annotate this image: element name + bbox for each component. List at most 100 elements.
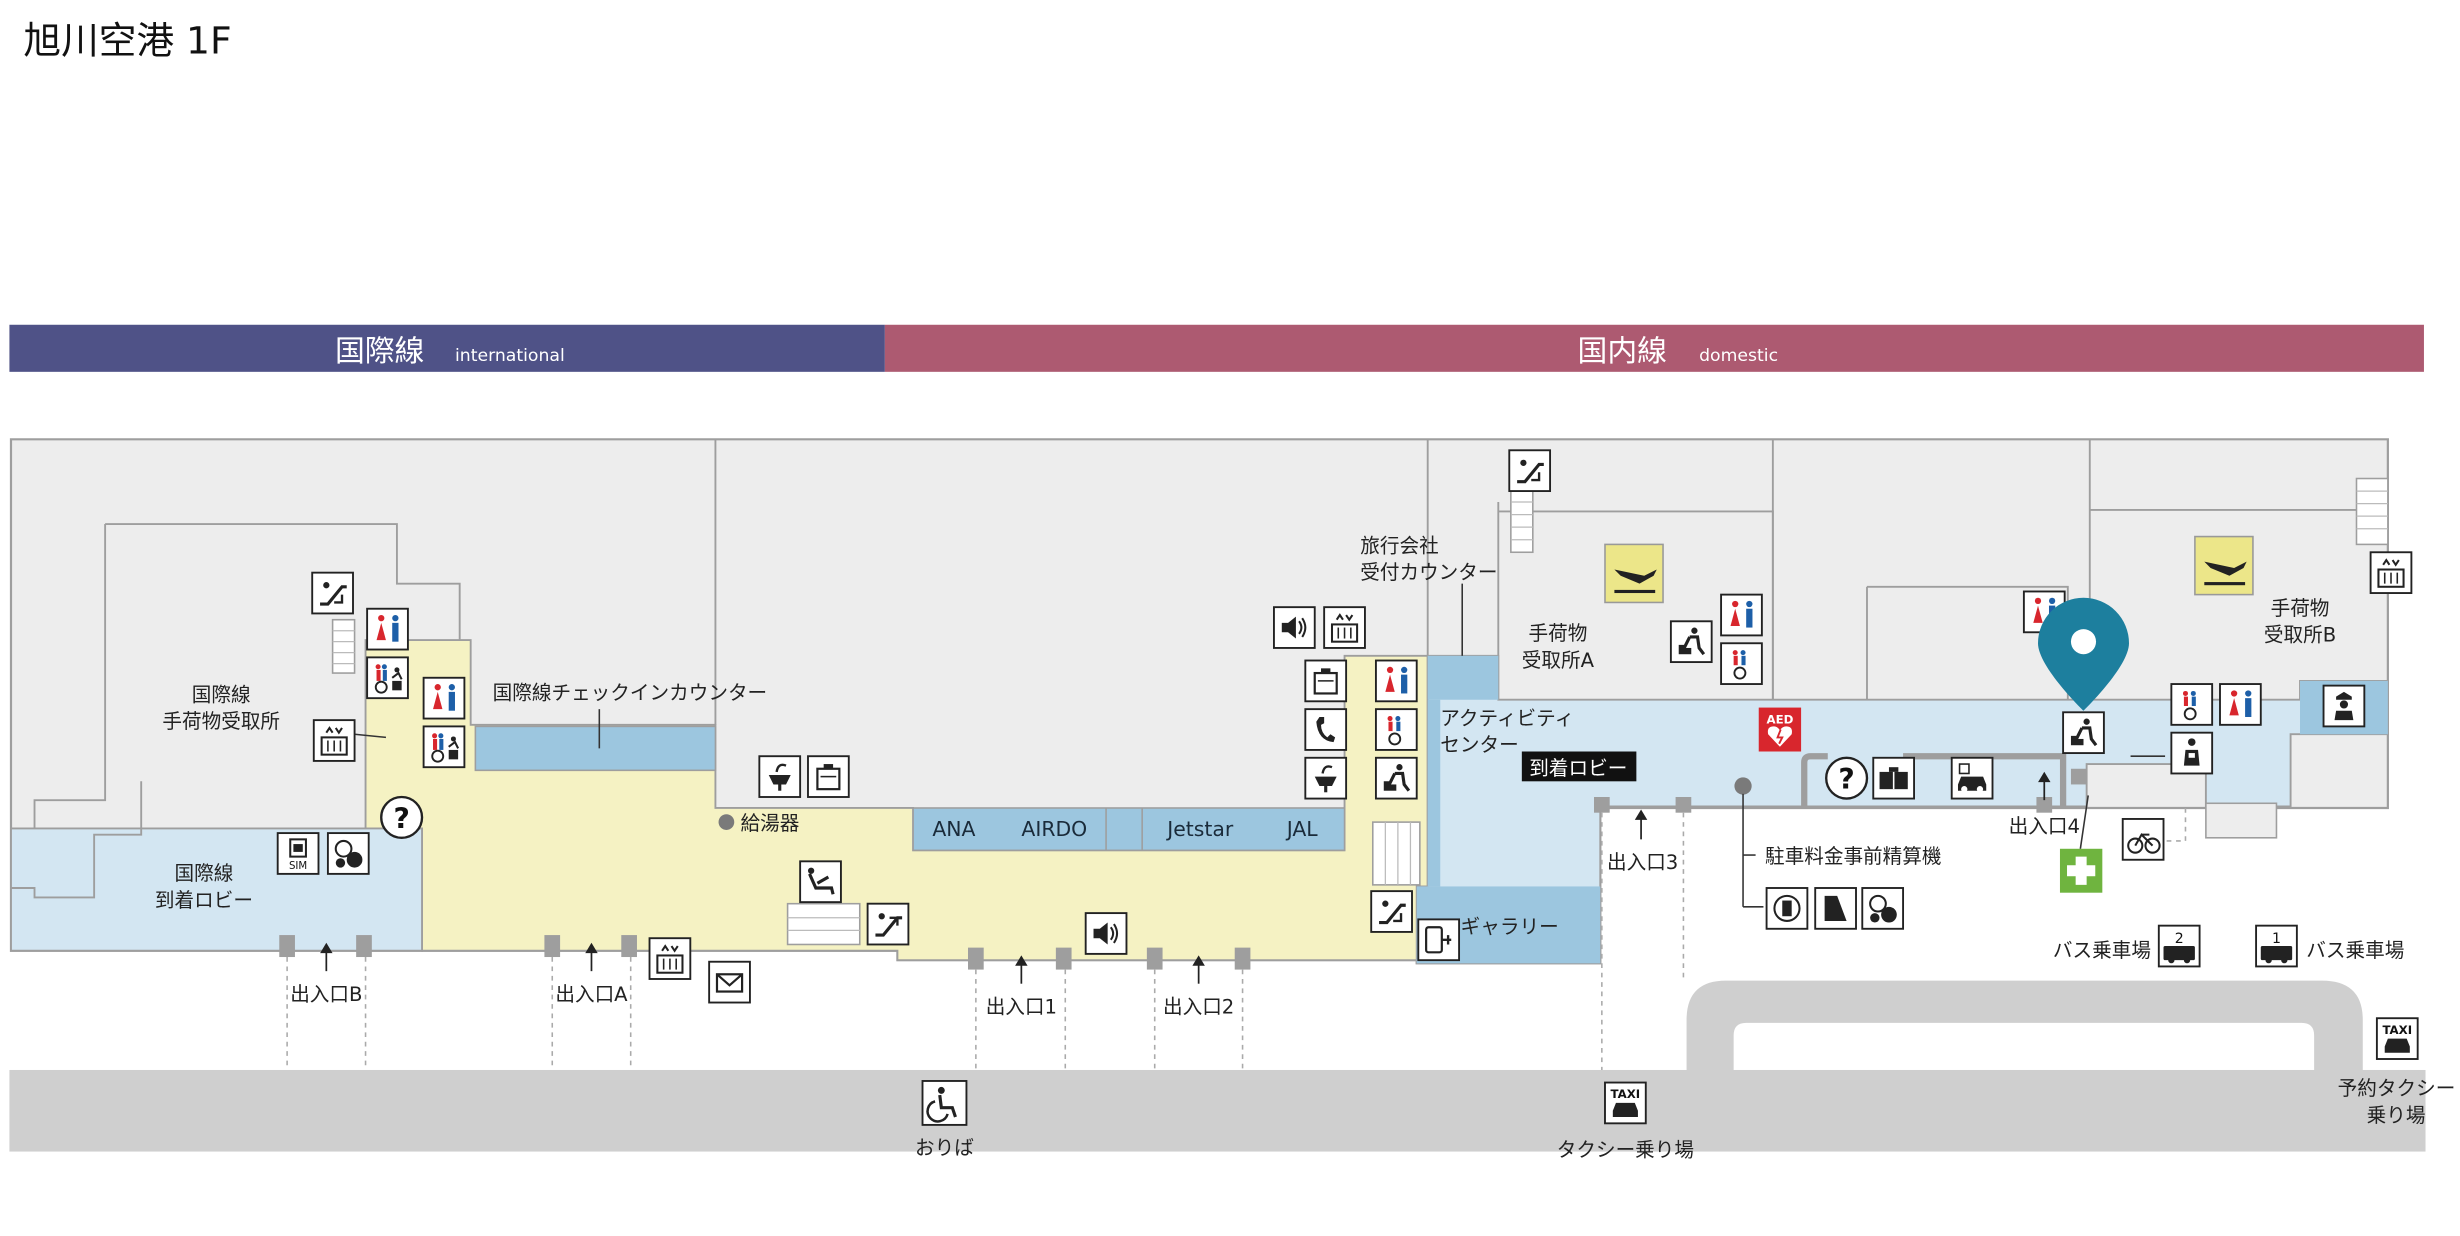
stairs xyxy=(331,477,2389,946)
information-icon[interactable]: ? xyxy=(1825,756,1869,800)
airline-jal: JAL xyxy=(1285,817,1319,841)
page-title: 旭川空港 1F xyxy=(24,18,232,62)
baggage-b-label-1: 手荷物 xyxy=(2271,597,2330,620)
phone-icon[interactable] xyxy=(1304,708,1348,751)
airline-ana: ANA xyxy=(932,817,975,841)
car-rental-icon[interactable] xyxy=(1950,756,1994,800)
multipurpose-restroom-icon[interactable] xyxy=(422,725,466,769)
travel-counter-label-1: 旅行会社 xyxy=(1360,534,1438,557)
multipurpose-restroom-icon[interactable] xyxy=(1720,642,1763,685)
restroom-icon[interactable] xyxy=(422,676,466,720)
parking-machine-icon[interactable] xyxy=(1814,887,1857,930)
restroom-icon[interactable] xyxy=(1374,659,1418,703)
entrance-4-label: 出入口4 xyxy=(2009,815,2080,838)
domestic-band-sublabel: domestic xyxy=(1699,346,1778,366)
information-icon[interactable]: ? xyxy=(380,795,424,839)
intl-arrival-label-1: 国際線 xyxy=(175,862,234,885)
escalator-icon[interactable] xyxy=(1370,890,1413,933)
intl-arrival-label-2: 到着ロビー xyxy=(155,889,253,912)
restroom-icon[interactable] xyxy=(2219,683,2262,726)
speaker-icon[interactable] xyxy=(1084,912,1128,955)
multipurpose-restroom-icon[interactable] xyxy=(1374,708,1418,751)
bus-icon[interactable]: 1 xyxy=(2255,924,2298,968)
baggage-a-label-2: 受取所A xyxy=(1522,649,1595,672)
speaker-icon[interactable] xyxy=(1273,606,1316,649)
locker-icon[interactable] xyxy=(807,755,850,798)
police-icon[interactable] xyxy=(2322,684,2366,728)
multipurpose-restroom-icon[interactable] xyxy=(366,656,409,700)
domestic-band xyxy=(884,324,2424,372)
airline-airdo: AIRDO xyxy=(1021,817,1087,841)
sim-icon[interactable]: SIM xyxy=(276,832,320,875)
restroom-icon[interactable] xyxy=(366,607,409,651)
wheelchair-icon[interactable] xyxy=(921,1080,968,1126)
baggage-b-label-2: 受取所B xyxy=(2264,624,2336,647)
taxi-icon[interactable]: TAXI xyxy=(1604,1081,1647,1125)
escalator-icon[interactable] xyxy=(1508,449,1552,493)
escalator-icon[interactable] xyxy=(311,571,354,615)
baby-room-icon[interactable] xyxy=(1669,620,1713,664)
entrance-1-label: 出入口1 xyxy=(986,996,1057,1019)
water-fountain-icon[interactable] xyxy=(1304,756,1348,800)
elevator-icon[interactable] xyxy=(2369,551,2413,594)
svg-text:1: 1 xyxy=(2272,931,2281,947)
entrances xyxy=(279,768,2187,1070)
parking-payment-label: 駐車料金事前精算機 xyxy=(1765,845,1942,868)
baggage-claim-icon xyxy=(2194,535,2254,596)
intl-checkin-counter xyxy=(474,725,717,772)
baby-room-icon[interactable] xyxy=(1374,756,1418,800)
taxi-icon[interactable]: TAXI xyxy=(2375,1017,2419,1060)
activity-label-2: センター xyxy=(1440,734,1518,757)
nursing-room-icon[interactable] xyxy=(2170,731,2214,775)
charging-icon[interactable] xyxy=(1417,918,1461,962)
arrival-lobby-tag xyxy=(1521,751,1637,782)
svg-text:2: 2 xyxy=(2175,931,2184,947)
location-pin-icon[interactable] xyxy=(2038,597,2129,711)
gallery-label: ギャラリー xyxy=(1461,915,1559,938)
dropoff-label: おりば xyxy=(915,1137,974,1160)
intl-baggage-label-1: 国際線 xyxy=(192,683,251,706)
bus-stop-1-label: バス乗車場 xyxy=(2306,939,2404,962)
massage-chair-icon[interactable] xyxy=(799,860,842,904)
svg-text:TAXI: TAXI xyxy=(2382,1023,2412,1037)
currency-exchange-icon[interactable] xyxy=(326,832,370,875)
entrance-b-label: 出入口B xyxy=(290,983,362,1006)
reserved-taxi-label-1: 予約タクシー xyxy=(2338,1077,2456,1100)
baggage-claim-icon xyxy=(1604,543,1664,604)
travel-counter-label-2: 受付カウンター xyxy=(1360,561,1497,584)
elevator-icon[interactable] xyxy=(312,719,356,762)
svg-text:?: ? xyxy=(1838,763,1854,796)
multipurpose-restroom-icon[interactable] xyxy=(2170,683,2214,726)
international-band-label: 国際線 xyxy=(335,334,424,369)
baby-room-icon[interactable] xyxy=(2062,711,2105,755)
international-band-sublabel: international xyxy=(455,346,565,366)
domestic-band-label: 国内線 xyxy=(1578,334,1667,369)
entrance-a-label: 出入口A xyxy=(555,983,628,1006)
bus-icon[interactable]: 2 xyxy=(2157,924,2201,968)
escalator-icon[interactable] xyxy=(866,902,910,946)
taxi-stand-label: タクシー乗り場 xyxy=(1557,1138,1694,1161)
water-fountain-icon[interactable] xyxy=(758,755,802,798)
bicycle-icon[interactable] xyxy=(2121,818,2165,861)
baggage-a-label-1: 手荷物 xyxy=(1528,622,1587,645)
first-aid-icon xyxy=(2059,848,2103,893)
svg-text:AED: AED xyxy=(1766,712,1793,726)
restroom-icon[interactable] xyxy=(1720,593,1763,637)
mail-icon[interactable] xyxy=(708,960,751,1004)
reserved-taxi-label-2: 乗り場 xyxy=(2367,1104,2426,1127)
elevator-icon[interactable] xyxy=(648,937,692,980)
locker-icon[interactable] xyxy=(1304,659,1348,703)
locker-icon[interactable] xyxy=(1872,756,1915,800)
road xyxy=(9,1069,2426,1152)
currency-exchange-icon[interactable] xyxy=(1861,887,1905,930)
entrance-2-label: 出入口2 xyxy=(1163,996,1234,1019)
airline-counters: ANA AIRDO Jetstar JAL xyxy=(912,807,1346,852)
international-band xyxy=(9,324,885,372)
elevator-icon[interactable] xyxy=(1323,606,1366,649)
activity-label-1: アクティビティ xyxy=(1440,707,1574,730)
aed-icon[interactable]: AED xyxy=(1758,707,1802,752)
bus-stop-2-label: バス乗車場 xyxy=(2053,939,2151,962)
phone-payment-icon[interactable] xyxy=(1765,887,1809,930)
